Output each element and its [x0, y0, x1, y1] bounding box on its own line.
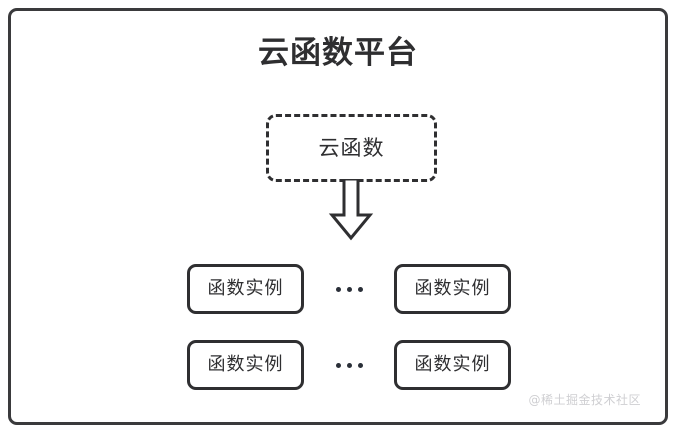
instance-row: 函数实例 函数实例 [187, 340, 511, 390]
ellipsis-dot [346, 362, 352, 368]
ellipsis-dot [357, 362, 363, 368]
ellipsis-dot [335, 286, 341, 292]
ellipsis-icon [319, 264, 379, 314]
function-instance-label: 函数实例 [207, 354, 284, 375]
cloud-function-node-label: 云函数 [318, 135, 385, 160]
instance-row: 函数实例 函数实例 [187, 264, 511, 314]
function-instance-box: 函数实例 [187, 340, 304, 390]
function-instance-box: 函数实例 [394, 264, 511, 314]
watermark: @稀土掘金技术社区 [528, 393, 641, 407]
cloud-function-node: 云函数 [266, 114, 437, 182]
cloud-function-platform-frame: 云函数平台 云函数 函数实例 函数实例 函数实例 [8, 8, 668, 425]
page-title: 云函数平台 [258, 35, 418, 71]
ellipsis-dot [346, 286, 352, 292]
function-instance-box: 函数实例 [394, 340, 511, 390]
ellipsis-dot [335, 362, 341, 368]
ellipsis-dot [357, 286, 363, 292]
down-block-arrow-icon [319, 179, 383, 241]
ellipsis-icon [319, 340, 379, 390]
function-instance-label: 函数实例 [414, 354, 491, 375]
function-instance-label: 函数实例 [207, 278, 284, 299]
function-instance-label: 函数实例 [414, 278, 491, 299]
function-instance-box: 函数实例 [187, 264, 304, 314]
